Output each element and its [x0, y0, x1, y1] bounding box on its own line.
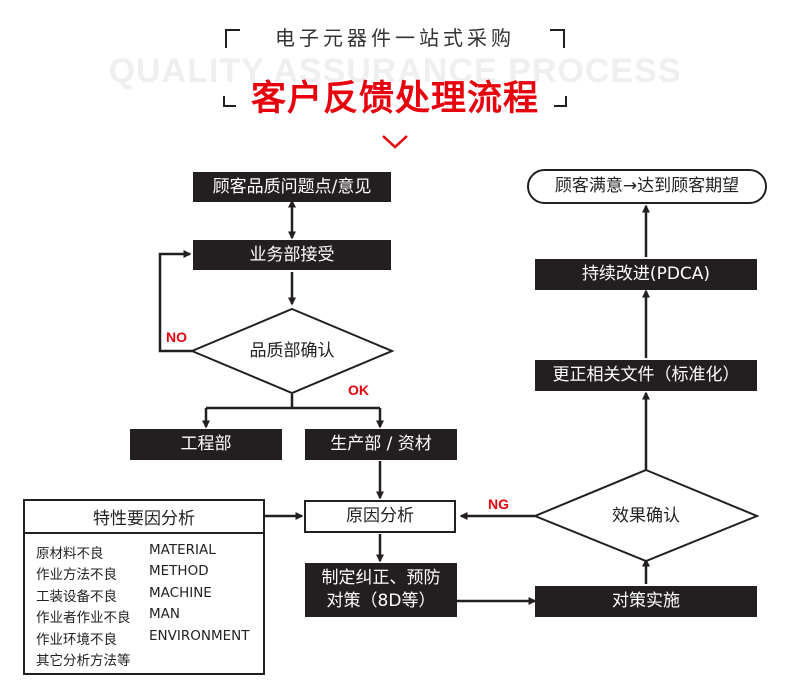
title-brackets	[223, 29, 567, 107]
factor-en: MAN	[149, 606, 180, 622]
business-accept-box: 业务部接受	[193, 240, 391, 270]
factor-panel-border	[23, 499, 265, 675]
quality-confirm-label: 品质部确认	[249, 340, 335, 361]
effect-confirm-diamond	[532, 468, 760, 563]
arrow-no-loop	[158, 250, 192, 353]
pdca-box: 持续改进(PDCA)	[535, 259, 757, 290]
corrective-line-1: 制定纠正、预防	[321, 568, 441, 589]
header-subtitle: 电子元器件一站式采购	[275, 26, 515, 50]
effect-confirm-label: 效果确认	[612, 505, 680, 526]
factor-cn: 工装设备不良	[36, 589, 117, 605]
customer-issue-box: 顾客品质问题点/意见	[193, 172, 391, 202]
implement-box: 对策实施	[535, 586, 757, 617]
root-cause-box: 原因分析	[304, 500, 456, 533]
factor-en: MACHINE	[149, 585, 212, 601]
corrective-action-box: 制定纠正、预防 对策（8D等）	[305, 563, 457, 617]
header-watermark: QUALITY ASSURANCE PROCESS	[108, 52, 682, 90]
factor-en: ENVIRONMENT	[149, 628, 250, 644]
page-title: 客户反馈处理流程	[250, 79, 539, 119]
factor-cn: 原材料不良	[36, 546, 104, 562]
ng-label: NG	[488, 496, 509, 512]
engineering-box: 工程部	[130, 429, 282, 460]
factor-panel-title: 特性要因分析	[24, 500, 264, 534]
no-label: NO	[166, 329, 187, 345]
factor-en: METHOD	[149, 563, 209, 579]
factor-cn: 作业者作业不良	[36, 610, 131, 626]
quality-confirm-diamond	[189, 307, 395, 395]
factor-row: 工装设备不良 MACHINE	[36, 585, 212, 605]
factor-en: MATERIAL	[149, 542, 216, 558]
factor-row: 原材料不良 MATERIAL	[36, 542, 216, 562]
factor-row: 其它分析方法等	[36, 649, 131, 669]
factor-cn: 作业环境不良	[36, 632, 117, 648]
factor-row: 作业环境不良 ENVIRONMENT	[36, 628, 249, 648]
corrective-line-2: 对策（8D等）	[326, 591, 436, 611]
factor-row: 作业方法不良 METHOD	[36, 563, 209, 583]
factor-cn: 其它分析方法等	[36, 653, 131, 669]
factor-row: 作业者作业不良 MAN	[36, 606, 180, 626]
update-docs-box: 更正相关文件（标准化）	[535, 360, 757, 391]
chevron-down-icon	[382, 135, 408, 149]
satisfaction-box: 顾客满意→达到顾客期望	[527, 169, 767, 204]
ok-label: OK	[348, 382, 369, 398]
factor-cn: 作业方法不良	[36, 567, 117, 583]
production-box: 生产部 / 资材	[305, 429, 457, 460]
